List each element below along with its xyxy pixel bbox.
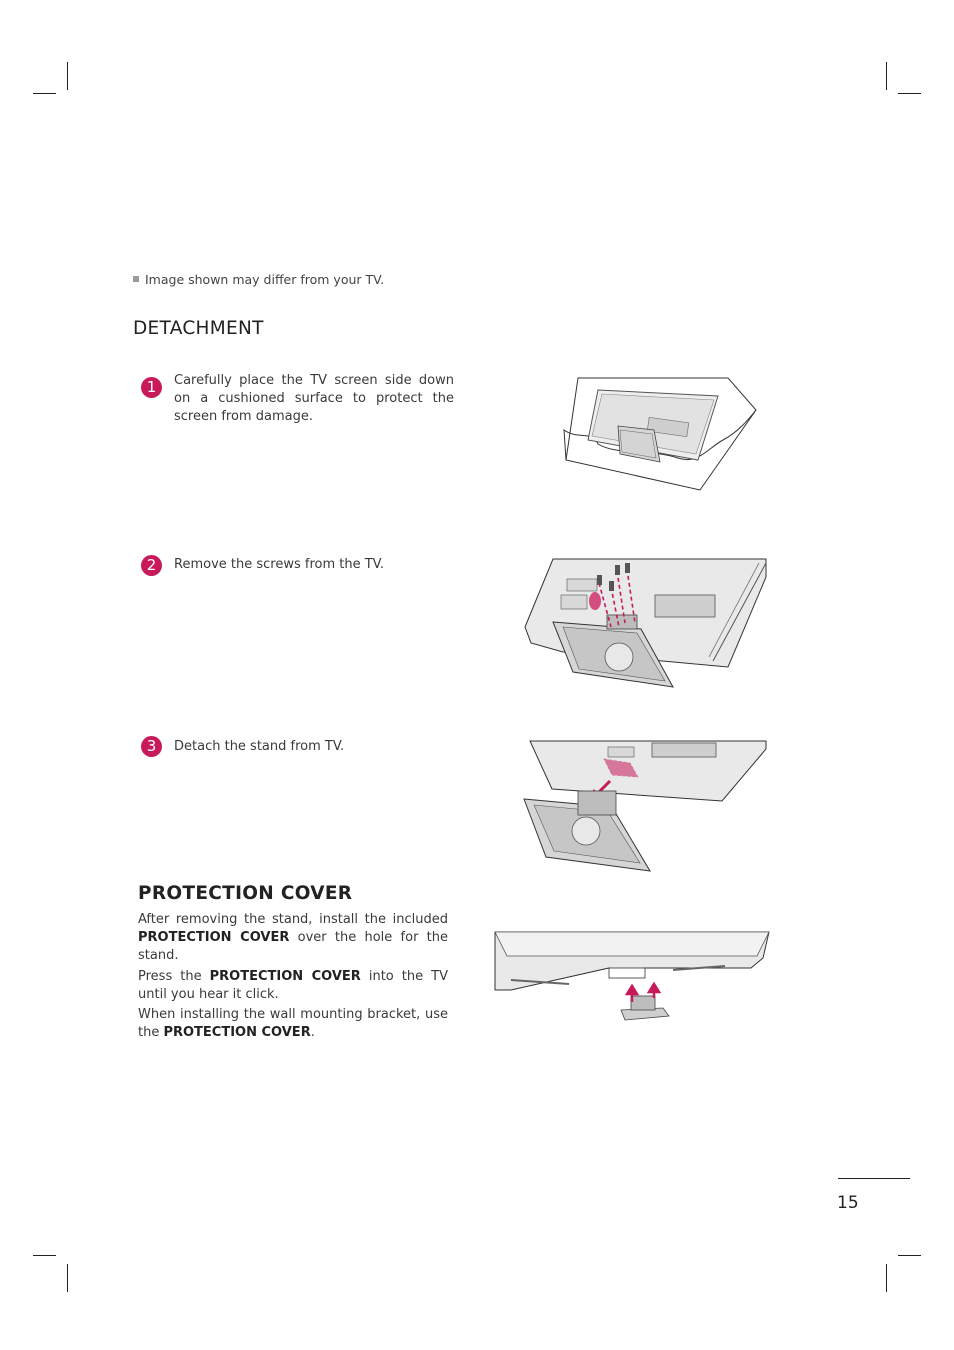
page-number-rule [838,1178,910,1179]
crop-mark [33,93,56,94]
crop-mark [898,1255,921,1256]
step-1-text: Carefully place the TV screen side down … [174,373,454,424]
paragraph-bold-text: PROTECTION COVER [163,1025,311,1040]
protection-cover-illustration [494,931,770,1021]
paragraph-text: over the hole for the stand. [138,930,449,963]
detachment-title: DETACHMENT [133,318,264,339]
detach-stand-illustration [523,740,767,872]
paragraph-text: into the TV until you hear it click. [138,969,448,1002]
paragraph-text: After removing the stand, install the in… [138,912,448,927]
step-3-text: Detach the stand from TV. [174,739,345,754]
paragraph-text: When installing the wall mounting bracke… [138,1007,448,1040]
bullet-square-icon [133,276,139,282]
crop-mark [67,62,68,90]
protection-cover-paragraph-3: When installing the wall mounting bracke… [138,1006,448,1042]
paragraph-bold-text: PROTECTION COVER [209,969,361,984]
remove-screws-illustration [524,558,767,688]
crop-mark [33,1255,56,1256]
step-2-number: 2 [141,555,162,576]
protection-cover-title: PROTECTION COVER [138,883,353,904]
paragraph-text: . [310,1025,315,1040]
step-2-text: Remove the screws from the TV. [174,557,385,572]
protection-cover-paragraph-1: After removing the stand, install the in… [138,911,448,965]
paragraph-bold-text: PROTECTION COVER [138,930,290,945]
tv-on-cushion-illustration [563,377,757,491]
crop-mark [886,1264,887,1292]
crop-mark [67,1264,68,1292]
step-1-number: 1 [141,377,162,398]
image-note: Image shown may differ from your TV. [133,272,384,287]
step-3-number: 3 [141,736,162,757]
crop-mark [898,93,921,94]
protection-cover-paragraph-2: Press the PROTECTION COVER into the TV u… [138,968,448,1004]
image-note-text: Image shown may differ from your TV. [145,272,385,287]
paragraph-text: Press the [138,969,210,984]
page-number: 15 [837,1193,859,1213]
crop-mark [886,62,887,90]
